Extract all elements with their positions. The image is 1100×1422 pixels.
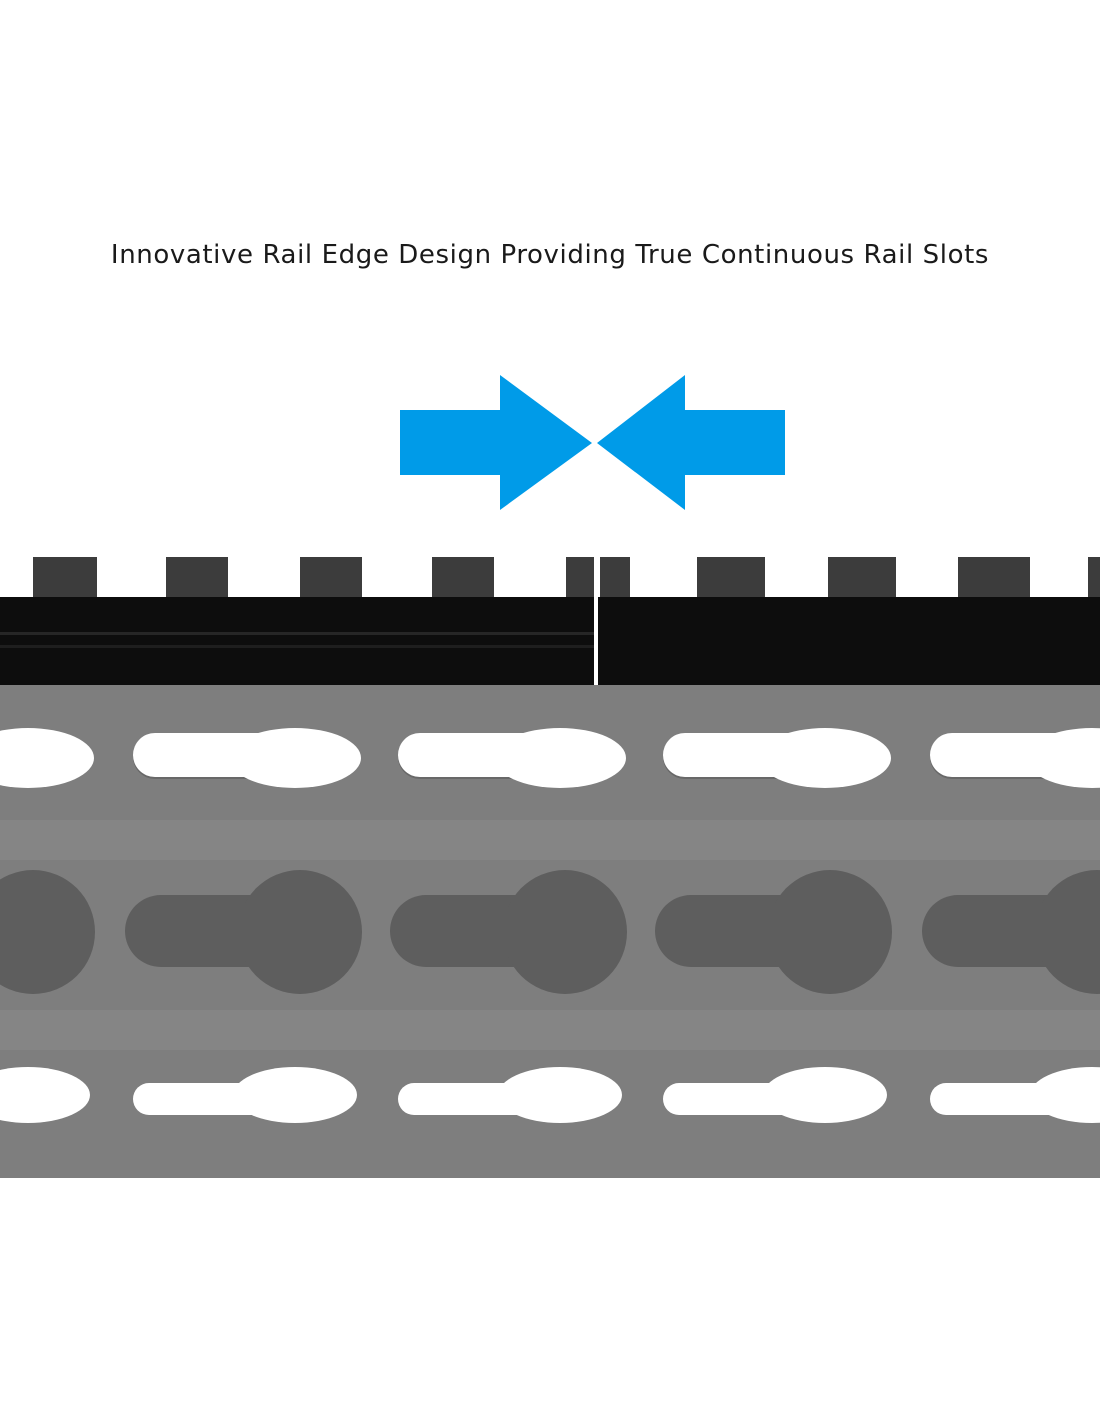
rail-tooth bbox=[300, 557, 362, 599]
rail-groove bbox=[0, 645, 594, 648]
rail-tooth bbox=[958, 557, 1030, 599]
handguard-band bbox=[0, 820, 1100, 860]
rail-tooth bbox=[600, 557, 630, 599]
keymod-slot bbox=[498, 1067, 622, 1123]
rail-tooth bbox=[566, 557, 594, 599]
rail-tooth bbox=[33, 557, 97, 599]
arrow-left-icon bbox=[597, 375, 785, 510]
keymod-slot bbox=[1026, 728, 1100, 788]
rail-tooth bbox=[828, 557, 896, 599]
keymod-slot bbox=[494, 728, 626, 788]
keymod-recess bbox=[1035, 870, 1100, 994]
rail-tooth bbox=[697, 557, 765, 599]
headline: Innovative Rail Edge Design Providing Tr… bbox=[110, 240, 990, 270]
rail-body bbox=[0, 597, 1100, 685]
keymod-slot bbox=[763, 1067, 887, 1123]
keymod-slot bbox=[229, 728, 361, 788]
rail-seam bbox=[594, 560, 598, 685]
keymod-recess bbox=[238, 870, 362, 994]
keymod-recess bbox=[0, 870, 95, 994]
keymod-recess bbox=[503, 870, 627, 994]
rail-tooth bbox=[432, 557, 494, 599]
keymod-recess bbox=[768, 870, 892, 994]
keymod-slot bbox=[1030, 1067, 1100, 1123]
keymod-slot bbox=[0, 728, 94, 788]
keymod-slot bbox=[759, 728, 891, 788]
keymod-slot bbox=[0, 1067, 90, 1123]
rail-tooth bbox=[1088, 557, 1100, 599]
rail-tooth bbox=[166, 557, 228, 599]
rail-groove bbox=[0, 632, 594, 635]
handguard-band bbox=[0, 1010, 1100, 1050]
keymod-slot bbox=[233, 1067, 357, 1123]
picatinny-rail bbox=[0, 557, 1100, 685]
arrow-right-icon bbox=[400, 375, 592, 510]
handguard bbox=[0, 685, 1100, 1178]
compression-arrows bbox=[400, 375, 785, 510]
